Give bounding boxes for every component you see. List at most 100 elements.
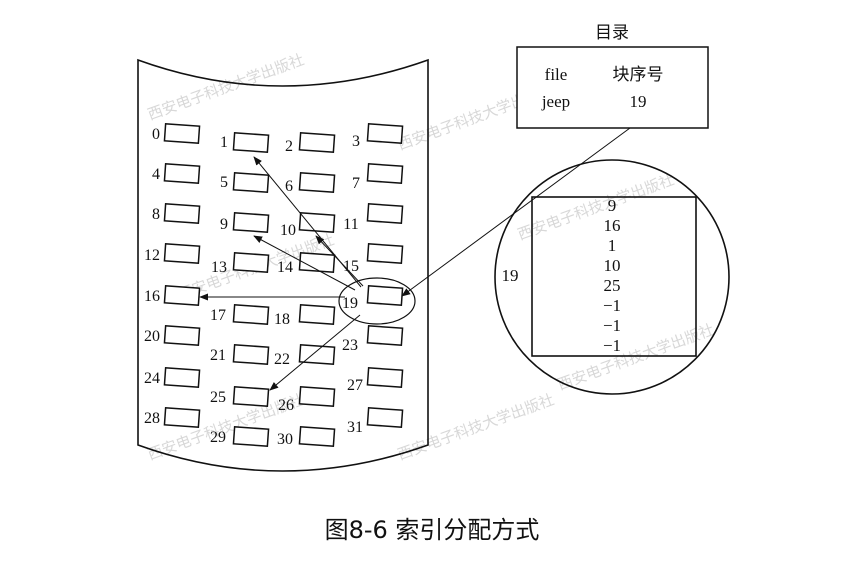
- disk-block-number: 30: [277, 431, 293, 448]
- disk-block-8: 8: [152, 203, 201, 224]
- directory-title: 目录: [595, 23, 629, 42]
- directory-header-file: file: [545, 65, 568, 84]
- disk-block-10: 10: [280, 212, 336, 239]
- disk-block-rect: [298, 132, 336, 153]
- disk-block-number: 7: [352, 175, 360, 192]
- index-block-box: [531, 196, 697, 357]
- disk-block-rect: [232, 212, 270, 233]
- disk-block-rect: [163, 163, 201, 184]
- disk-block-23: 23: [342, 325, 404, 354]
- disk-block-27: 27: [347, 367, 404, 394]
- disk-block-number: 12: [144, 247, 160, 264]
- watermark: 西安电子科技大学出版社: [396, 391, 557, 463]
- index-entry: 16: [604, 216, 621, 235]
- index-entry: −1: [603, 316, 621, 335]
- disk-block-22: 22: [274, 344, 336, 368]
- disk-block-number: 11: [343, 216, 358, 233]
- directory-box: [516, 46, 709, 129]
- disk-block-number: 19: [342, 295, 358, 312]
- directory-header-block: 块序号: [613, 65, 664, 84]
- disk-block-24: 24: [144, 367, 201, 388]
- disk-block-17: 17: [210, 304, 270, 325]
- disk-block-4: 4: [152, 163, 201, 184]
- disk-block-number: 8: [152, 206, 160, 223]
- directory-pointer: [401, 127, 631, 297]
- figure-caption: 图8-6 索引分配方式: [324, 516, 540, 544]
- disk-block-rect: [163, 367, 201, 388]
- disk-block-28: 28: [144, 407, 201, 428]
- disk-block-number: 24: [144, 370, 160, 387]
- disk-block-number: 28: [144, 410, 160, 427]
- disk-block-11: 11: [343, 203, 404, 233]
- index-block-highlight: [338, 277, 416, 325]
- disk-block-20: 20: [144, 325, 201, 346]
- disk-block-rect: [163, 325, 201, 346]
- disk-block-1: 1: [220, 132, 270, 153]
- disk-block-number: 22: [274, 351, 290, 368]
- disk-block-2: 2: [285, 132, 336, 155]
- disk-block-rect: [298, 252, 336, 273]
- disk-block-rect: [232, 386, 270, 407]
- disk-block-rect: [298, 426, 336, 447]
- disk-block-9: 9: [220, 212, 270, 233]
- disk-block-rect: [298, 386, 336, 407]
- disk-block-rect: [366, 203, 404, 224]
- disk-block-29: 29: [210, 426, 270, 447]
- disk-block-rect: [232, 426, 270, 447]
- disk-block-rect: [366, 163, 404, 184]
- watermark: 西安电子科技大学出版社: [516, 171, 677, 243]
- index-entry: −1: [603, 336, 621, 355]
- disk-block-number: 2: [285, 138, 293, 155]
- disk-block-number: 23: [342, 337, 358, 354]
- index-entry: 10: [604, 256, 621, 275]
- disk-block-15: 15: [343, 243, 404, 275]
- disk-block-rect: [366, 407, 404, 428]
- index-allocation-diagram: 西安电子科技大学出版社 西安电子科技大学出版社 西安电子科技大学出版社 西安电子…: [137, 23, 730, 472]
- disk-block-rect: [163, 407, 201, 428]
- disk-block-number: 6: [285, 178, 293, 195]
- disk-block-16: 16: [144, 285, 201, 306]
- directory-block-number: 19: [630, 92, 647, 111]
- pointer-arrow-to-9: [253, 235, 356, 291]
- disk-block-rect: [163, 243, 201, 264]
- disk-block-number: 25: [210, 389, 226, 406]
- disk-block-rect: [298, 304, 336, 325]
- disk-block-18: 18: [274, 304, 336, 328]
- disk-block-31: 31: [347, 407, 404, 436]
- disk-block-rect: [163, 285, 201, 306]
- disk-block-30: 30: [277, 426, 336, 448]
- disk-block-number: 26: [278, 397, 294, 414]
- disk-block-rect: [232, 344, 270, 365]
- disk-block-rect: [232, 132, 270, 153]
- disk-block-26: 26: [278, 386, 336, 414]
- zoom-circle: [494, 159, 730, 395]
- index-entry: 1: [608, 236, 617, 255]
- disk-block-number: 3: [352, 133, 360, 150]
- disk-block-rect: [232, 304, 270, 325]
- disk-block-number: 17: [210, 307, 226, 324]
- disk-block-12: 12: [144, 243, 201, 264]
- disk-block-number: 9: [220, 216, 228, 233]
- disk-block-number: 31: [347, 419, 363, 436]
- disk-block-number: 21: [210, 347, 226, 364]
- index-block-label: 19: [502, 266, 519, 285]
- disk-block-19: 19: [342, 285, 404, 312]
- disk-block-rect: [163, 203, 201, 224]
- index-entry: 25: [604, 276, 621, 295]
- disk-block-number: 0: [152, 126, 160, 143]
- disk-block-number: 4: [152, 166, 160, 183]
- disk-block-rect: [298, 212, 336, 233]
- disk-block-rect: [232, 172, 270, 193]
- disk-block-number: 5: [220, 174, 228, 191]
- disk-block-number: 27: [347, 377, 363, 394]
- disk-block-25: 25: [210, 386, 270, 407]
- disk-block-number: 29: [210, 429, 226, 446]
- disk-block-3: 3: [352, 123, 404, 150]
- disk-block-number: 1: [220, 134, 228, 151]
- disk-block-number: 16: [144, 288, 160, 305]
- disk-block-14: 14: [277, 252, 336, 276]
